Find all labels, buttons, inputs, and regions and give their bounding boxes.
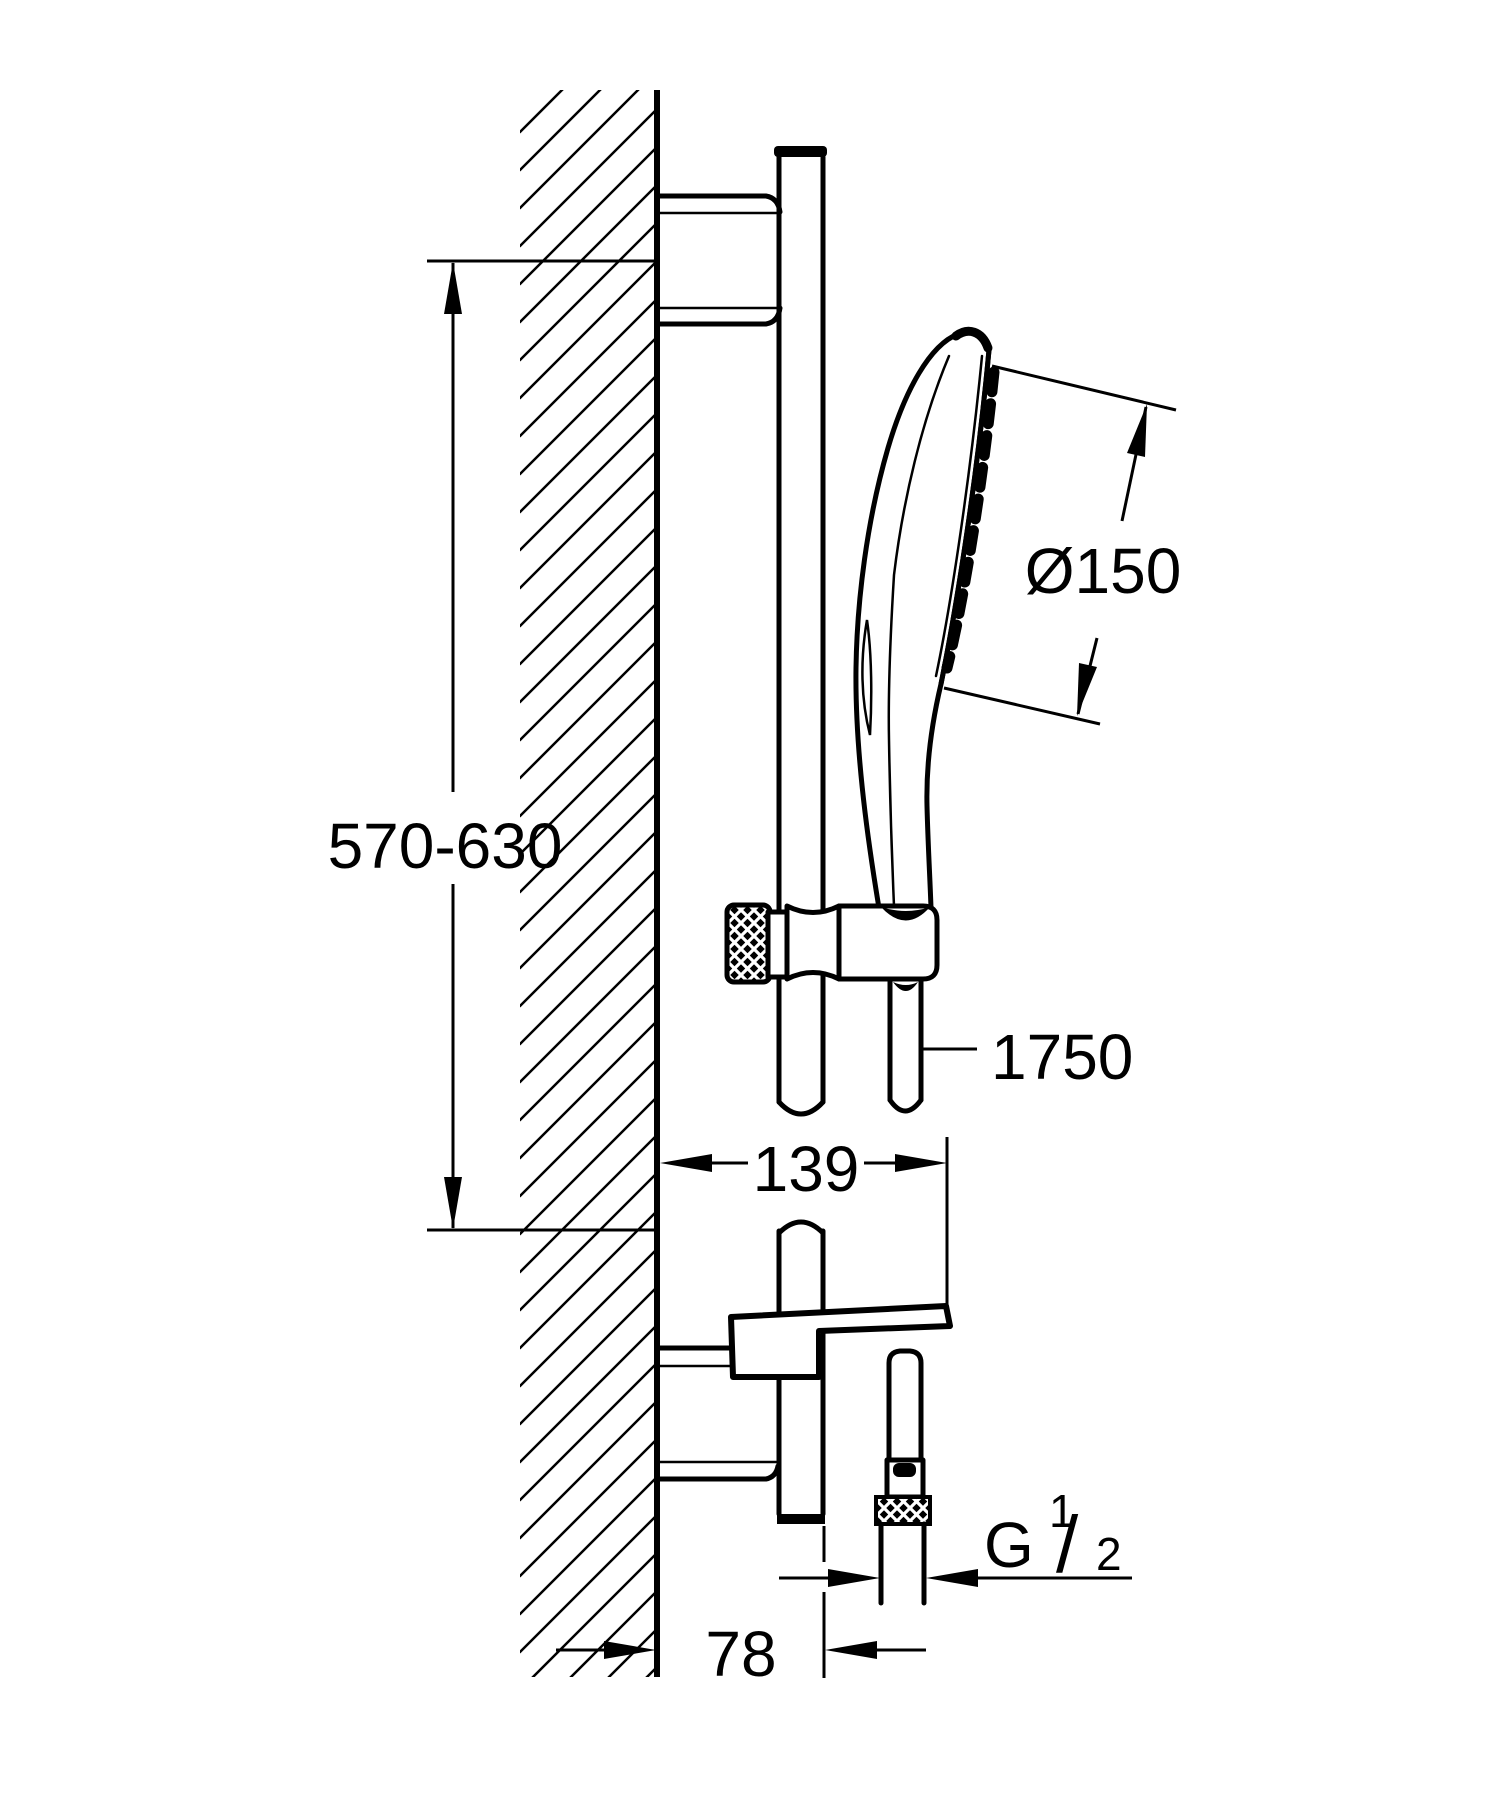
arrow-left-icon [926, 1569, 978, 1587]
arrow-left-icon [825, 1641, 877, 1659]
upper-bracket-bottom-outer [654, 305, 783, 327]
tray-depth-label: 139 [753, 1133, 860, 1205]
wall-offset-label: 78 [705, 1618, 776, 1690]
hose-break-cut-upper [887, 1097, 924, 1114]
arrow-right-icon [828, 1569, 880, 1587]
hand-shower-outline [853, 329, 992, 911]
head-diameter-ext-bottom [943, 686, 1101, 726]
rail-height-label: 570-630 [328, 810, 563, 882]
holder-knurled-knob [724, 902, 773, 985]
thread-size-label-numerator: 1 [1049, 1485, 1075, 1537]
rail-bottom-cap [777, 1514, 825, 1524]
hand-shower-faceplate-inner-line [934, 354, 984, 678]
shower-rail [774, 146, 827, 1524]
dimension-rail-height: 570-630 [328, 259, 657, 1232]
wall-hatching [520, 90, 657, 1677]
head-diameter-ext-top [991, 364, 1177, 412]
arrow-up-icon [444, 262, 462, 314]
easyreach-tray [728, 1303, 953, 1380]
handle-inlet-shadow [881, 907, 930, 921]
hose-outlet-shadow [893, 982, 918, 991]
shower-hose-lower [874, 1348, 932, 1606]
dimension-hose-length: 1750 [921, 1021, 1133, 1093]
rail-break-cut-upper [776, 1099, 826, 1117]
head-diameter-label: Ø150 [1025, 535, 1182, 607]
tray-outline [728, 1303, 953, 1380]
spray-nozzle-band [941, 366, 1000, 674]
arrow-right-icon [604, 1641, 656, 1659]
sliding-holder [724, 902, 940, 991]
rail-break-cut-lower [776, 1219, 826, 1236]
hose-lower-segment [886, 1348, 924, 1463]
arrow-up-right-icon [1127, 404, 1147, 457]
holder-handle-socket [836, 903, 940, 982]
arrow-down-left-icon [1077, 663, 1097, 716]
lower-bracket-bottom-outer [654, 1463, 781, 1482]
thread-size-label-denominator: 2 [1096, 1528, 1122, 1580]
thread-size-label-slash: / [1056, 1500, 1079, 1589]
hand-shower [853, 326, 1000, 911]
dimension-tray-depth: 139 [660, 1133, 949, 1310]
holder-rail-clamp [784, 903, 842, 982]
head-top-cap-band [951, 326, 993, 353]
upper-bracket-top-outer [654, 193, 783, 215]
spray-mode-lever [861, 619, 873, 736]
hose-connector-window [893, 1463, 916, 1477]
arrow-down-icon [444, 1177, 462, 1229]
arrow-right-icon [895, 1154, 947, 1172]
arrow-left-icon [660, 1154, 712, 1172]
hose-length-label: 1750 [991, 1021, 1133, 1093]
thread-size-label-g: G [984, 1509, 1034, 1581]
wall-section [520, 90, 660, 1677]
dimension-head-diameter: Ø150 [943, 364, 1182, 726]
dimension-wall-offset: 78 [556, 1526, 926, 1690]
hose-knurled-nut [874, 1495, 932, 1526]
upper-wall-bracket [654, 193, 783, 327]
hand-shower-inner-contour [887, 354, 951, 908]
shower-hose-upper [887, 978, 924, 1114]
rail-top-cap [774, 146, 827, 157]
dimension-thread-size: G 1 / 2 [779, 1485, 1132, 1589]
